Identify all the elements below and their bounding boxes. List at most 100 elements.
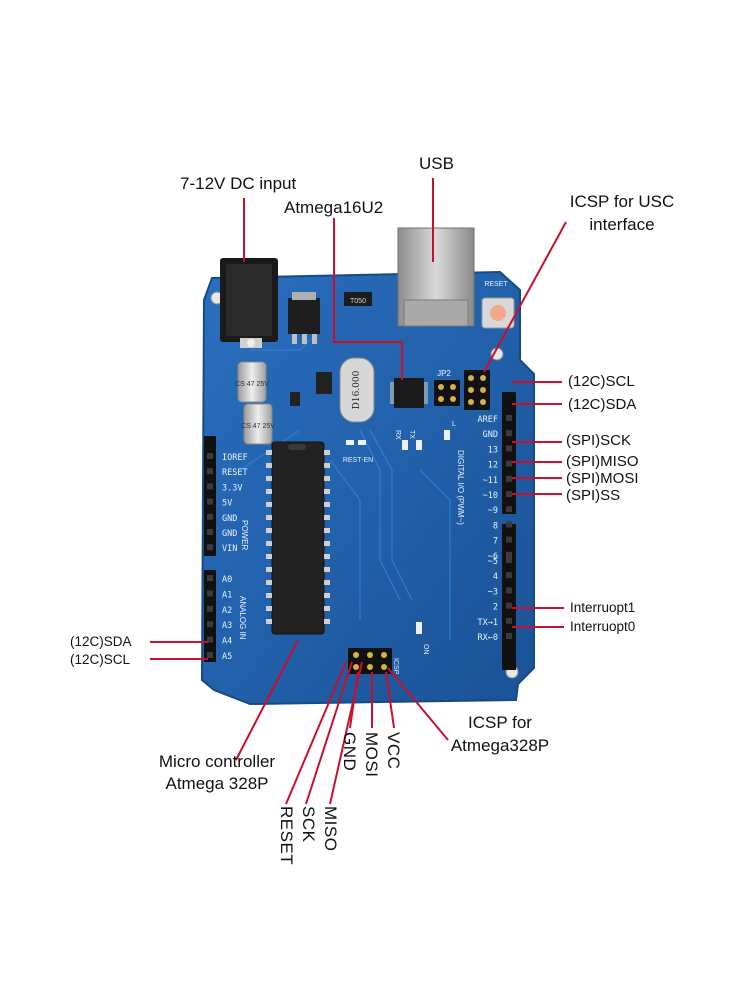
header-pin xyxy=(207,453,213,459)
callout-spi-sck: (SPI)SCK xyxy=(566,432,632,449)
l-led-silkscreen: L xyxy=(452,421,456,428)
header-pin xyxy=(506,633,512,639)
header-pin xyxy=(506,572,512,579)
dip-pin xyxy=(266,580,272,585)
pin-label: 2 xyxy=(493,603,498,613)
callout-icsp-328-line1: ICSP for xyxy=(468,713,532,732)
header-pin xyxy=(506,521,512,528)
electrolytic-capacitor: CS 47 25V xyxy=(241,403,275,445)
capacitor-marking: CS 47 25V xyxy=(235,381,269,388)
callout-lines xyxy=(150,178,567,805)
callout-atmega16u2: Atmega16U2 xyxy=(284,198,384,217)
pin-label: ~5 xyxy=(488,557,498,567)
header-pin xyxy=(207,575,213,581)
header-pin xyxy=(506,557,512,563)
header-pin xyxy=(207,590,213,597)
pin-label: A1 xyxy=(222,590,232,600)
header-pin xyxy=(506,506,512,513)
callout-icsp-reset: RESET xyxy=(277,806,296,866)
pin-label: 12 xyxy=(488,461,498,471)
header-pin xyxy=(506,415,512,421)
dip-pin xyxy=(324,554,330,559)
header-pin xyxy=(207,498,213,505)
pin-label: 3.3V xyxy=(222,483,242,493)
icsp-usb-header xyxy=(464,370,490,410)
pin-label: AREF xyxy=(478,415,498,425)
callout-spi-miso: (SPI)MISO xyxy=(566,453,639,470)
header-pin xyxy=(506,536,512,543)
dip-pin xyxy=(324,489,330,494)
header-pin xyxy=(207,621,213,628)
dip-pin xyxy=(324,593,330,598)
dip-pin xyxy=(266,515,272,520)
voltage-regulator xyxy=(288,292,320,344)
capacitor-marking: CS 47 25V xyxy=(241,423,275,430)
pin-label: 7 xyxy=(493,537,498,547)
header-pin xyxy=(207,468,213,475)
dip-pin xyxy=(266,450,272,455)
icsp-silkscreen: ICSP xyxy=(392,658,399,675)
pin-label: 4 xyxy=(493,572,498,582)
header-pin xyxy=(207,529,213,535)
dip-pin xyxy=(266,476,272,481)
callout-icsp-usb-line1: ICSP for USC xyxy=(569,192,675,211)
pin-label: RX←0 xyxy=(478,633,498,643)
callout-spi-ss: (SPI)SS xyxy=(566,487,621,504)
dip-pin xyxy=(266,567,272,572)
header-pin xyxy=(506,617,512,624)
callout-line-icsp-sck xyxy=(305,661,353,805)
pin-label: ~11 xyxy=(483,476,498,486)
dip-pin xyxy=(324,606,330,611)
status-leds: REST-EN RX TX L ON xyxy=(343,421,456,655)
power-silkscreen: POWER xyxy=(240,520,249,550)
header-pin xyxy=(506,430,512,437)
atmega16u2-chip xyxy=(390,378,428,408)
callout-interrupt0: Interruopt0 xyxy=(570,619,636,634)
smd-component xyxy=(290,392,300,406)
pin-label: VIN xyxy=(222,544,237,554)
dip-pin xyxy=(266,554,272,559)
pin-label: TX→1 xyxy=(478,618,498,628)
dip-pin xyxy=(324,515,330,520)
dip-pin xyxy=(324,502,330,507)
crystal-oscillator: D16.000 xyxy=(339,357,375,423)
callout-icsp-usb-line2: interface xyxy=(589,215,655,234)
tx-silkscreen: TX xyxy=(408,430,415,439)
callout-line-icsp-vcc xyxy=(385,671,395,729)
callout-mcu-line2: Atmega 328P xyxy=(165,774,269,793)
rest-en-silkscreen: REST-EN xyxy=(343,457,373,464)
header-pin xyxy=(506,475,512,482)
callout-icsp-gnd: GND xyxy=(340,732,359,772)
dip-pin xyxy=(324,541,330,546)
dip-pin xyxy=(266,619,272,624)
reset-silkscreen: RESET xyxy=(484,281,508,288)
pin-label: A4 xyxy=(222,637,232,647)
pin-label: 8 xyxy=(493,521,498,531)
jp2-silkscreen: JP2 xyxy=(437,369,451,378)
on-led-silkscreen: ON xyxy=(422,644,429,655)
pin-label: 5V xyxy=(222,499,232,509)
callout-icsp-mosi: MOSI xyxy=(362,732,381,778)
pin-label: GND xyxy=(222,529,237,539)
callout-dc-input: 7-12V DC input xyxy=(180,174,297,193)
header-pin xyxy=(506,460,512,467)
callout-line-16u2 xyxy=(333,218,403,380)
analog-silkscreen: ANALOG IN xyxy=(238,596,247,640)
pin-label: A2 xyxy=(222,606,232,616)
header-pin xyxy=(506,491,512,497)
dip-pin xyxy=(324,619,330,624)
usb-connector xyxy=(397,227,475,327)
icsp-328p-header: ICSP xyxy=(348,648,399,675)
dip-pin xyxy=(324,528,330,533)
callout-i2c-scl-left: (12C)SCL xyxy=(70,652,131,667)
dip-pin xyxy=(266,593,272,598)
callout-icsp-miso: MISO xyxy=(321,806,340,852)
header-pin xyxy=(207,652,213,658)
pin-label: IOREF xyxy=(222,453,248,463)
pin-label: RESET xyxy=(222,468,248,478)
header-pin xyxy=(207,636,213,643)
small-chip-t050: T050 xyxy=(344,292,372,306)
